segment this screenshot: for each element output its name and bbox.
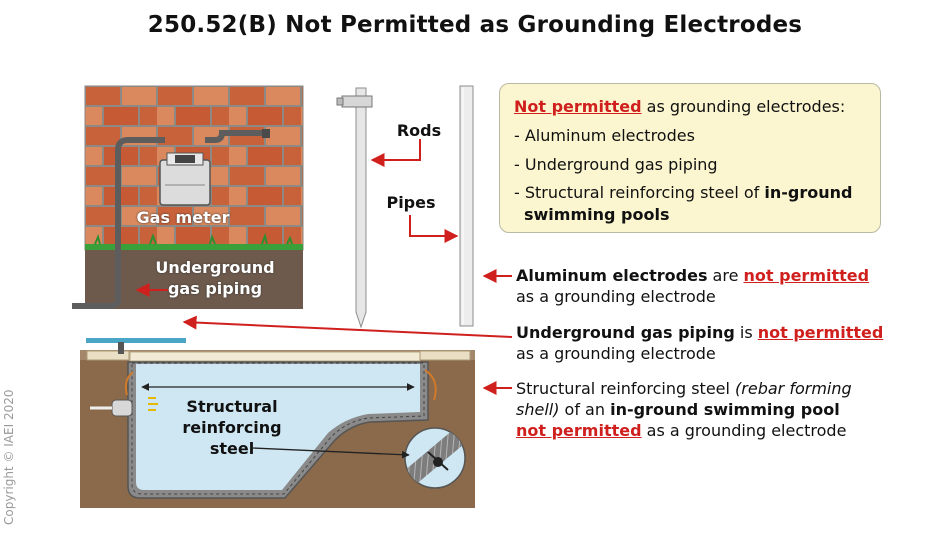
infobox-item-aluminum: - Aluminum electrodes [514, 126, 695, 145]
structural-label-line1: Structural [186, 397, 278, 416]
bonding-wires [124, 369, 437, 401]
underground-soil [85, 250, 303, 309]
structural-label-line3: steel [209, 439, 255, 458]
infobox-heading: Not permitted as grounding electrodes: [514, 97, 846, 116]
ground-pipe [459, 85, 474, 327]
ground-rod [336, 87, 373, 329]
steel-pointer [252, 447, 410, 459]
infobox-item-gas: - Underground gas piping [514, 155, 718, 174]
gas-piping [72, 129, 270, 309]
aluminum-note: Aluminum electrodes are not permitted as… [516, 266, 870, 306]
pool-light [90, 397, 158, 417]
page-title: 250.52(B) Not Permitted as Grounding Ele… [147, 12, 803, 38]
pool-shell [127, 361, 429, 499]
gas-meter-label: Gas meter [136, 208, 230, 227]
gas-meter-body [159, 152, 211, 206]
gas-piping-note: Underground gas piping is not permitted … [516, 323, 884, 363]
underground-label-line1: Underground [155, 258, 275, 277]
grass-strip [85, 232, 303, 250]
copyright-text: Copyright © IAEI 2020 [2, 389, 16, 526]
infobox-item-steel: - Structural reinforcing steel of in-gro… [514, 183, 853, 224]
not-permitted-infobox: Not permitted as grounding electrodes: -… [499, 83, 881, 233]
structural-label-line2: reinforcing [182, 418, 282, 437]
red-arrows [135, 139, 513, 395]
rods-label: Rods [396, 121, 442, 140]
reinforcing-steel-note: Structural reinforcing steel (rebar form… [516, 379, 852, 440]
pipes-label: Pipes [386, 193, 436, 212]
pool-deck [86, 338, 471, 362]
underground-label-line2: gas piping [167, 279, 263, 298]
